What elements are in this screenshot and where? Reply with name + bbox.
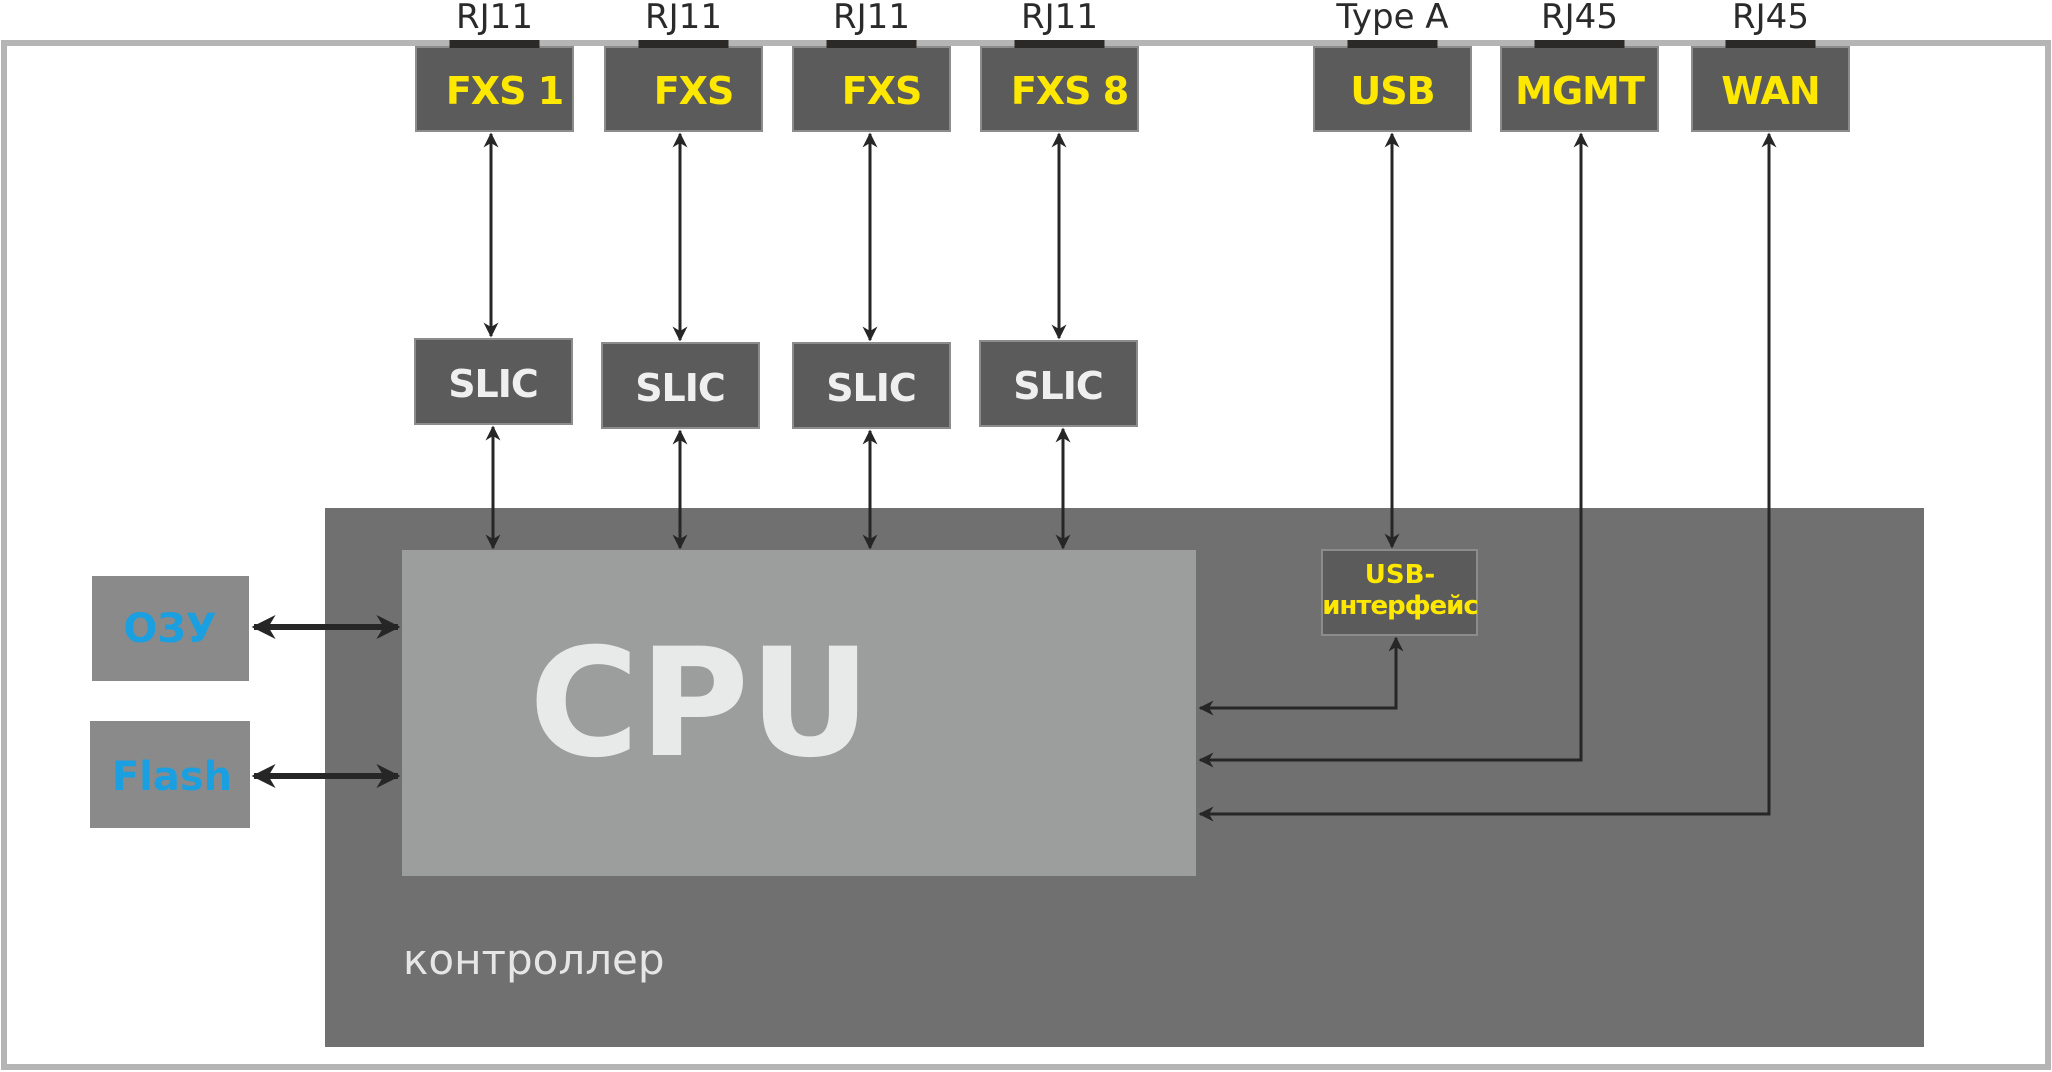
connector-label: RJ11 xyxy=(833,0,910,37)
slic-block: SLIC xyxy=(414,338,573,425)
port-box xyxy=(415,46,574,132)
port-box xyxy=(1691,46,1850,132)
slic-label: SLIC xyxy=(1013,364,1103,408)
connector-tab xyxy=(1725,40,1816,48)
svg-text:Flash: Flash xyxy=(112,754,232,800)
svg-text:интерфейс: интерфейс xyxy=(1322,591,1478,621)
port-label: USB xyxy=(1350,69,1434,113)
connector-tab xyxy=(638,40,729,48)
connector-tab xyxy=(1014,40,1105,48)
cpu-label: CPU xyxy=(529,617,871,791)
port-label: FXS 8 xyxy=(1011,69,1128,113)
slic-label: SLIC xyxy=(635,366,725,410)
connector-label: RJ11 xyxy=(1021,0,1098,37)
port-usb: Type A USB xyxy=(1313,0,1472,132)
svg-text:USB-: USB- xyxy=(1365,560,1435,590)
connector-label: Type A xyxy=(1335,0,1448,37)
connector-label: RJ11 xyxy=(645,0,722,37)
port-box xyxy=(604,46,763,132)
slic-block: SLIC xyxy=(979,340,1138,427)
connector-tab xyxy=(826,40,917,48)
slic-label: SLIC xyxy=(826,366,916,410)
wan-cpu-link xyxy=(1198,132,1777,822)
port-label: FXS xyxy=(654,69,734,113)
port-label: FXS xyxy=(842,69,922,113)
flash-block: Flash xyxy=(90,721,250,828)
controller-label: контроллер xyxy=(403,935,665,984)
slic-block: SLIC xyxy=(601,342,760,429)
connector-tab xyxy=(1347,40,1438,48)
connector-tab xyxy=(1534,40,1625,48)
connector-tab xyxy=(449,40,540,48)
connector-label: RJ11 xyxy=(456,0,533,37)
connector-label: RJ45 xyxy=(1541,0,1618,37)
port-label: MGMT xyxy=(1515,69,1645,113)
slic-label: SLIC xyxy=(448,362,538,406)
port-label: WAN xyxy=(1721,69,1819,113)
port-box xyxy=(792,46,951,132)
usb-interface-block: USB- интерфейс xyxy=(1321,549,1479,636)
connector-label: RJ45 xyxy=(1732,0,1809,37)
port-label: FXS 1 xyxy=(446,69,563,113)
svg-text:ОЗУ: ОЗУ xyxy=(123,606,216,652)
ram-block: ОЗУ xyxy=(92,576,249,681)
slic-block: SLIC xyxy=(792,342,951,429)
cpu-block xyxy=(402,550,1196,876)
